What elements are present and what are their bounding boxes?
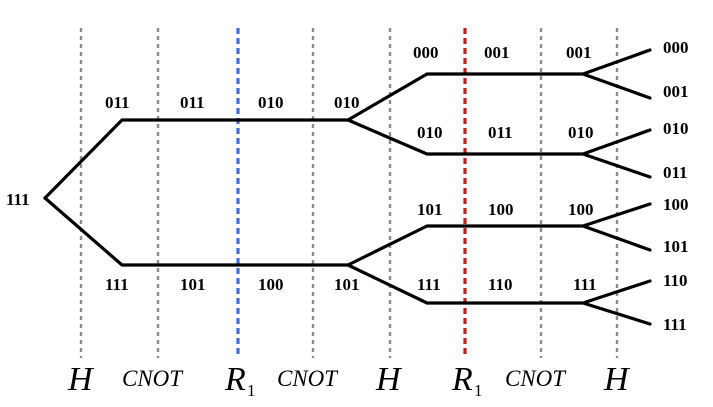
state-label: 100 xyxy=(258,275,284,294)
path-top-lower xyxy=(346,118,652,179)
state-label: 101 xyxy=(180,275,206,294)
state-label: 100 xyxy=(568,200,594,219)
state-label: 011 xyxy=(180,93,205,112)
state-label: 101 xyxy=(334,275,360,294)
state-label: 111 xyxy=(105,275,129,294)
gate-label-cnot: CNOT xyxy=(122,366,184,391)
state-label: 010 xyxy=(334,93,360,112)
output-state-label: 001 xyxy=(663,82,689,101)
state-label: 111 xyxy=(573,275,597,294)
path-top-upper xyxy=(43,48,652,200)
gate-label-r: R xyxy=(224,361,246,398)
gate-label-cnot: CNOT xyxy=(277,366,339,391)
root-state-label: 111 xyxy=(6,190,30,209)
output-state-label: 011 xyxy=(663,163,688,182)
state-label: 001 xyxy=(484,43,510,62)
output-state-label: 101 xyxy=(663,237,689,256)
state-label: 001 xyxy=(566,43,592,62)
state-label: 011 xyxy=(488,123,513,142)
state-label: 011 xyxy=(105,93,130,112)
gate-label-r-subscript: 1 xyxy=(474,381,483,400)
gate-label-r-subscript: 1 xyxy=(247,381,256,400)
state-label: 100 xyxy=(488,200,514,219)
state-label: 010 xyxy=(258,93,284,112)
state-label: 111 xyxy=(417,275,441,294)
state-label: 110 xyxy=(488,275,513,294)
gate-label-h: H xyxy=(67,361,95,398)
state-label: 010 xyxy=(417,123,443,142)
state-label: 000 xyxy=(413,43,439,62)
path-bottom-upper xyxy=(43,196,652,267)
output-state-label: 010 xyxy=(663,119,689,138)
output-state-label: 000 xyxy=(663,38,689,57)
path-bottom-lower xyxy=(346,263,652,326)
state-label: 101 xyxy=(417,200,443,219)
output-state-label: 110 xyxy=(663,271,688,290)
gate-label-h: H xyxy=(375,361,403,398)
output-state-label: 100 xyxy=(663,195,689,214)
gate-label-h: H xyxy=(603,361,631,398)
gate-label-r: R xyxy=(451,361,473,398)
gate-label-cnot: CNOT xyxy=(505,366,567,391)
output-state-label: 111 xyxy=(663,315,687,334)
state-label: 010 xyxy=(568,123,594,142)
